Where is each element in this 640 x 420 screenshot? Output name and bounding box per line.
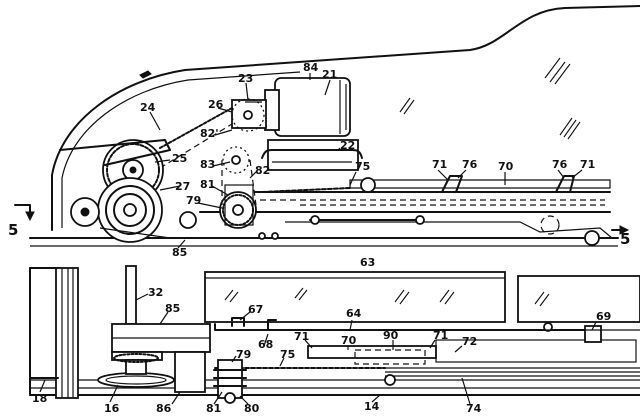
ref-70-lower: 70	[341, 334, 357, 347]
ref-85: 85	[172, 246, 187, 259]
upper-leader-lines	[149, 73, 583, 249]
panel-hatch	[224, 287, 550, 307]
motor-mount	[264, 89, 280, 131]
sprocket-23-hub	[243, 110, 253, 120]
vertical-post	[55, 267, 79, 399]
bracket-81	[224, 184, 254, 226]
ref-82: 82	[255, 164, 270, 177]
ref-86: 86	[156, 402, 172, 415]
pulley-16	[97, 372, 175, 388]
ref-81-lower: 81	[206, 402, 221, 415]
sprocket-23	[231, 98, 265, 132]
gear-disk	[113, 353, 159, 363]
ref-84: 84	[303, 61, 319, 74]
clip-71-right	[555, 175, 575, 193]
bar-72	[435, 339, 637, 363]
ref-90: 90	[383, 329, 399, 342]
dashed-pulley	[540, 215, 560, 235]
slide-90	[354, 349, 426, 365]
bar-70	[307, 345, 437, 359]
lower-plan-view: 63 32 85 67 64 69 71 70 90 71 72 68 75 7…	[29, 256, 640, 415]
ref-83: 83	[200, 158, 215, 171]
sprocket-83	[222, 146, 250, 174]
ref-24: 24	[140, 101, 156, 114]
ref-32: 32	[148, 286, 163, 299]
rivet-on-housing	[139, 70, 152, 79]
ref-75: 75	[355, 160, 370, 173]
clip-71-left	[441, 175, 463, 193]
idler-roller	[179, 211, 197, 229]
ref-18: 18	[32, 392, 47, 405]
ref-63: 63	[360, 256, 375, 269]
upper-elevation-view: 5 5	[8, 5, 640, 259]
ref-21: 21	[322, 68, 337, 81]
window-hatch	[399, 57, 581, 140]
ref-79: 79	[186, 194, 201, 207]
ref-71-lower-b: 71	[433, 329, 448, 342]
housing-inner-outline	[61, 71, 301, 228]
ref-16: 16	[104, 402, 120, 415]
base-flange	[261, 149, 363, 159]
ref-69: 69	[596, 310, 611, 323]
ref-23: 23	[238, 72, 253, 85]
motor-base-22	[267, 139, 359, 171]
section-mark-right: 5	[611, 225, 630, 248]
chain-24-lower	[159, 123, 233, 169]
lever-arm	[59, 139, 171, 166]
ref-26: 26	[208, 98, 224, 111]
motor-body	[274, 77, 351, 137]
housing-outline	[51, 5, 640, 231]
ref-79-lower: 79	[236, 348, 251, 361]
ref-74: 74	[466, 402, 482, 415]
ref-71-lower-a: 71	[294, 330, 309, 343]
section-label-right: 5	[620, 230, 630, 248]
arm-32	[125, 265, 137, 325]
bolt-67	[231, 317, 245, 327]
ref-76-a: 76	[462, 158, 478, 171]
ref-76-b: 76	[552, 158, 568, 171]
ref-25: 25	[172, 152, 187, 165]
section-label-left: 5	[8, 221, 18, 239]
slide-rail	[349, 179, 611, 189]
ref-67: 67	[248, 303, 263, 316]
window-panel-right	[517, 275, 640, 323]
bolt-68	[267, 319, 277, 331]
section-mark-left: 5	[8, 204, 35, 239]
chain-82	[221, 159, 257, 206]
ref-27: 27	[175, 180, 190, 193]
chain-75	[261, 187, 351, 193]
spacer-86	[174, 351, 206, 393]
ref-85-lower: 85	[165, 302, 180, 315]
ref-22: 22	[340, 139, 355, 152]
ref-75-lower: 75	[280, 348, 295, 361]
window-panel-63	[204, 271, 506, 323]
ref-81: 81	[200, 178, 215, 191]
ref-71-b: 71	[580, 158, 595, 171]
ref-80: 80	[244, 402, 260, 415]
lower-leader-lines	[39, 293, 597, 405]
ref-82-prime: 82'	[200, 127, 219, 140]
ref-68: 68	[258, 338, 273, 351]
ref-70: 70	[498, 160, 514, 173]
carriage-shape	[285, 221, 613, 239]
pulley-75	[360, 177, 376, 193]
ref-72: 72	[462, 335, 477, 348]
ref-64: 64	[346, 307, 362, 320]
end-roller	[584, 230, 600, 246]
chain-24	[159, 107, 233, 149]
ref-71-a: 71	[432, 158, 447, 171]
ref-14: 14	[364, 400, 380, 413]
